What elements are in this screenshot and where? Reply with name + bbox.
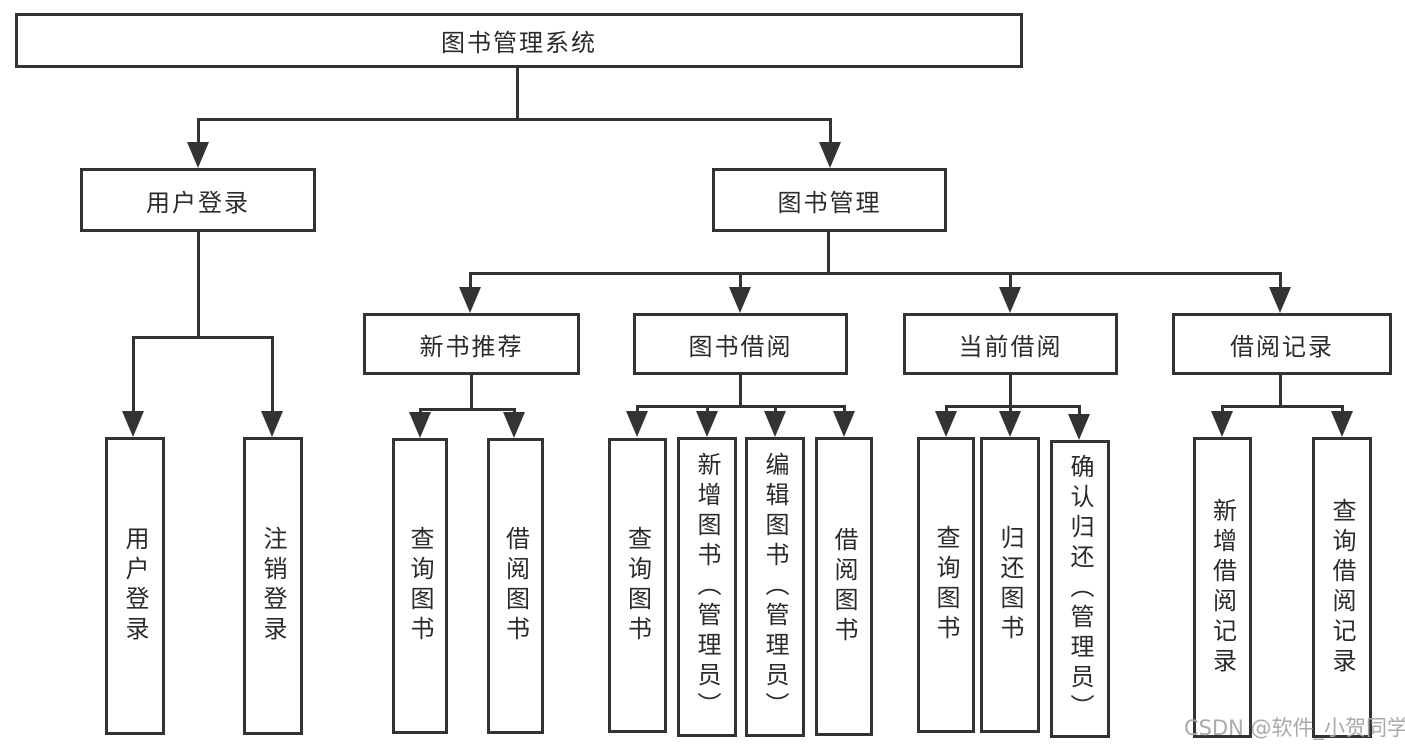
csdn-watermark: CSDN @软件_小贺同学	[1184, 716, 1405, 740]
leaf-add-borrow-record: 新增借阅记录	[1193, 437, 1252, 738]
connector-vline	[513, 408, 516, 414]
arrow-down-icon	[626, 411, 648, 437]
leaf-return-books: 归还图书	[980, 437, 1040, 733]
connector-vline	[516, 68, 519, 120]
connector-hline	[197, 118, 832, 121]
connector-vline	[197, 121, 200, 145]
leaf-add-books-admin: 新增图书（管理员）	[677, 437, 737, 737]
leaf-user-login: 用户登录	[105, 437, 165, 735]
leaf-label: 查询图书	[406, 526, 434, 646]
leaf-label: 归还图书	[996, 525, 1024, 645]
connector-vline	[1279, 375, 1282, 408]
node-new-book-recommend: 新书推荐	[363, 313, 580, 375]
arrow-down-icon	[696, 411, 718, 437]
connector-vline	[843, 405, 846, 413]
leaf-label: 确认归还（管理员）	[1066, 454, 1094, 724]
leaf-edit-books-admin: 编辑图书（管理员）	[745, 437, 805, 737]
leaf-query-books-recommend: 查询图书	[392, 438, 448, 734]
leaf-label: 查询图书	[932, 525, 960, 645]
leaf-label: 用户登录	[121, 526, 149, 646]
leaf-query-books-current: 查询图书	[917, 437, 975, 733]
leaf-label: 新增图书（管理员）	[693, 452, 721, 722]
leaf-borrow-books: 借阅图书	[815, 437, 873, 736]
arrow-down-icon	[261, 411, 283, 437]
connector-hline	[636, 405, 845, 408]
leaf-query-books-borrowing: 查询图书	[608, 438, 667, 733]
connector-vline	[945, 405, 948, 413]
arrow-down-icon	[1269, 287, 1291, 313]
connector-vline	[132, 339, 135, 413]
connector-vline	[1009, 275, 1012, 289]
arrow-down-icon	[503, 412, 525, 438]
leaf-query-borrow-record: 查询借阅记录	[1312, 437, 1372, 738]
leaf-label: 查询图书	[623, 525, 652, 646]
node-label: 图书借阅	[688, 332, 793, 361]
leaf-label: 借阅图书	[501, 526, 530, 646]
connector-vline	[1279, 275, 1282, 289]
node-book-management: 图书管理	[712, 168, 947, 232]
arrow-down-icon	[935, 411, 957, 437]
connector-vline	[827, 232, 830, 275]
connector-vline	[271, 339, 274, 413]
leaf-label: 查询借阅记录	[1328, 497, 1356, 678]
connector-vline	[739, 375, 742, 408]
connector-hline	[419, 408, 516, 411]
arrow-down-icon	[1331, 411, 1353, 437]
connector-vline	[829, 121, 832, 145]
connector-vline	[419, 408, 422, 414]
connector-hline	[132, 336, 274, 339]
arrow-down-icon	[187, 142, 209, 168]
arrow-down-icon	[999, 287, 1021, 313]
connector-hline	[1221, 405, 1344, 408]
connector-vline	[774, 405, 777, 413]
arrow-down-icon	[122, 411, 144, 437]
connector-vline	[1221, 405, 1224, 413]
connector-vline	[197, 232, 200, 339]
leaf-label: 新增借阅记录	[1208, 497, 1237, 678]
connector-vline	[739, 275, 742, 289]
node-root: 图书管理系统	[15, 13, 1023, 68]
connector-hline	[945, 405, 1081, 408]
connector-hline	[469, 272, 1282, 275]
arrow-down-icon	[819, 142, 841, 168]
arrow-down-icon	[999, 411, 1021, 437]
arrow-down-icon	[729, 287, 751, 313]
node-label: 当前借阅	[958, 332, 1063, 361]
leaf-label: 编辑图书（管理员）	[761, 452, 789, 722]
leaf-logout: 注销登录	[243, 437, 303, 735]
arrow-down-icon	[459, 287, 481, 313]
arrow-down-icon	[1068, 414, 1090, 440]
connector-vline	[1341, 405, 1344, 413]
node-label: 新书推荐	[419, 332, 524, 361]
node-book-borrowing: 图书借阅	[633, 313, 848, 375]
connector-vline	[470, 375, 473, 411]
connector-vline	[1078, 405, 1081, 416]
leaf-confirm-return-admin: 确认归还（管理员）	[1050, 440, 1110, 738]
node-label: 用户登录	[146, 188, 250, 217]
node-current-borrowing: 当前借阅	[903, 313, 1118, 375]
arrow-down-icon	[764, 411, 786, 437]
connector-vline	[706, 405, 709, 413]
leaf-label: 注销登录	[259, 526, 287, 646]
node-label: 借阅记录	[1230, 332, 1334, 361]
node-user-login: 用户登录	[80, 168, 316, 232]
connector-vline	[1009, 405, 1012, 413]
connector-vline	[469, 275, 472, 289]
node-label: 图书管理	[777, 188, 882, 217]
connector-vline	[1009, 375, 1012, 408]
node-borrow-records: 借阅记录	[1172, 313, 1392, 375]
arrow-down-icon	[1211, 411, 1233, 437]
leaf-borrow-books-recommend: 借阅图书	[487, 438, 544, 734]
leaf-label: 借阅图书	[830, 526, 858, 647]
connector-vline	[636, 405, 639, 413]
node-root-label: 图书管理系统	[441, 29, 597, 57]
arrow-down-icon	[833, 411, 855, 437]
arrow-down-icon	[409, 412, 431, 438]
